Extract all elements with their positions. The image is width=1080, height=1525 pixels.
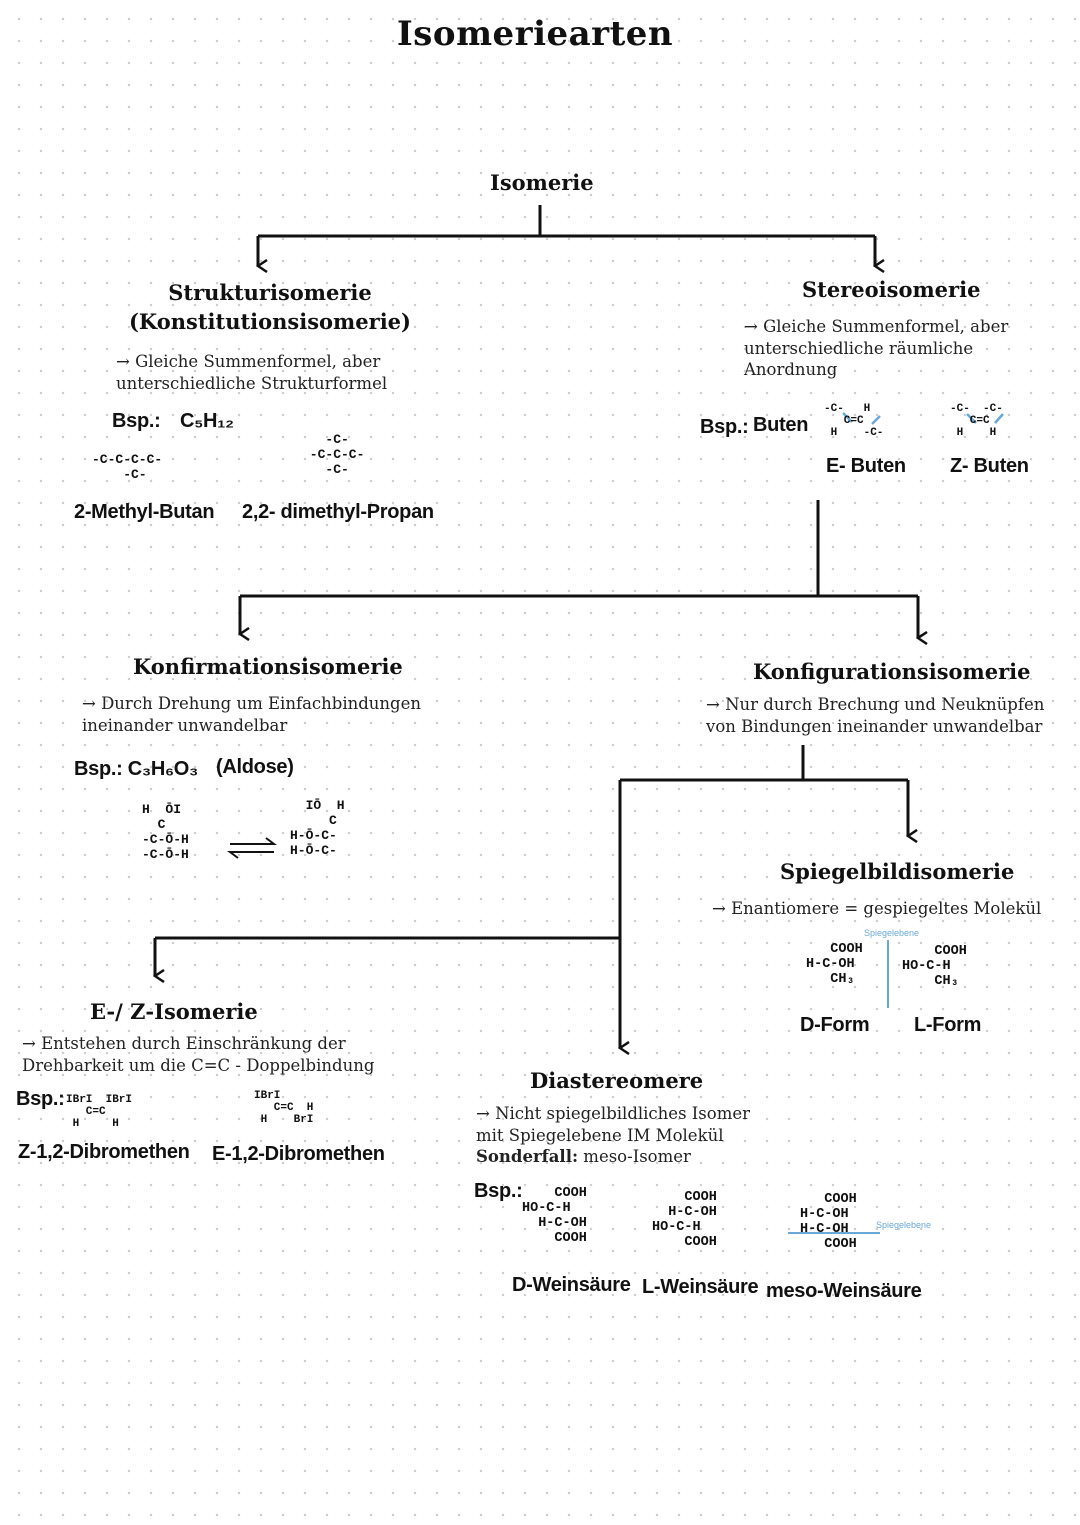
dia-heading: Diastereomere [530, 1068, 704, 1093]
konfirmation-example: Bsp.: C₃H₆O₃ [74, 758, 198, 780]
stereo-mol1-name: E- Buten [826, 455, 906, 477]
konfiguration-desc-line2: von Bindungen ineinander unwandelbar [706, 716, 1043, 736]
aldose-open-structure: H ŌI C -C-Ō-H -C-Ō-H [142, 802, 189, 862]
ez-desc-line1: → Entstehen durch Einschränkung der [22, 1034, 346, 1053]
spiegel-mol1-name: D-Form [800, 1014, 870, 1036]
dia-mol1-name: D-Weinsäure [512, 1274, 631, 1296]
dia-mol3-name: meso-Weinsäure [766, 1280, 922, 1302]
methylbutan-structure: -C-C-C-C- -C- [92, 452, 163, 482]
spiegel-heading: Spiegelbildisomerie [780, 859, 1015, 884]
konfiguration-heading: Konfigurationsisomerie [753, 659, 1031, 684]
stereo-example-name: Buten [753, 414, 809, 436]
konfirmation-desc-line2: ineinander unwandelbar [82, 715, 288, 735]
konfirmation-example-note: (Aldose) [216, 756, 294, 778]
page-title: Isomeriearten [396, 14, 674, 54]
struktur-example-label: Bsp.: [112, 410, 161, 432]
ez-mol2-name: E-1,2-Dibromethen [212, 1143, 385, 1165]
konfiguration-desc-line1: → Nur durch Brechung und Neuknüpfen [706, 695, 1045, 714]
z-dibromethen-structure: IBrI IBrI C=C H H [66, 1094, 133, 1130]
konfirmation-desc: → Durch Drehung um Einfachbindungen inei… [82, 693, 421, 736]
e-buten-structure: -C- H C=C H -C- [824, 403, 884, 439]
dia-mirror-note: Spiegelebene [876, 1220, 932, 1230]
d-form-structure: COOH H-C-OH CH₃ [806, 942, 863, 987]
struktur-heading-line2: (Konstitutionsisomerie) [129, 309, 411, 334]
struktur-mol2-name: 2,2- dimethyl-Propan [242, 501, 434, 523]
dia-desc-line1: → Nicht spiegelbildliches Isomer [476, 1104, 750, 1123]
e-dibromethen-structure: IBrI C=C H H BrI [254, 1090, 314, 1126]
struktur-heading-line1: Strukturisomerie [168, 280, 372, 305]
konfiguration-desc: → Nur durch Brechung und Neuknüpfen von … [706, 694, 1044, 737]
d-weinsaeure-structure: COOH HO-C-H H-C-OH COOH [522, 1186, 587, 1246]
spiegel-mol2-name: L-Form [914, 1014, 982, 1036]
root-heading: Isomerie [490, 170, 594, 195]
spiegel-desc: → Enantiomere = gespiegeltes Molekül [712, 899, 1042, 918]
stereo-mol2-name: Z- Buten [950, 455, 1029, 477]
dia-special-label: Sonderfall: [476, 1147, 579, 1166]
stereo-example-label: Bsp.: [700, 416, 749, 438]
struktur-desc-line1: → Gleiche Summenformel, aber [116, 352, 381, 371]
struktur-desc: → Gleiche Summenformel, aber unterschied… [116, 351, 387, 394]
ez-example-label: Bsp.: [16, 1088, 65, 1110]
stereo-desc: → Gleiche Summenformel, aber unterschied… [744, 316, 1008, 381]
dia-mol2-name: L-Weinsäure [642, 1276, 759, 1298]
dia-desc-line2: mit Spiegelebene IM Molekül [476, 1125, 724, 1145]
ez-desc-line2: Drehbarkeit um die C=C - Doppelbindung [22, 1055, 375, 1075]
stereo-desc-line3: Anordnung [744, 360, 838, 379]
konfirmation-heading: Konfirmationsisomerie [133, 654, 403, 679]
meso-weinsaeure-structure: COOH H-C-OH H-C-OH COOH [800, 1192, 857, 1252]
konfirmation-desc-line1: → Durch Drehung um Einfachbindungen [82, 694, 422, 713]
l-weinsaeure-structure: COOH H-C-OH HO-C-H COOH [652, 1190, 717, 1250]
dia-special-text: meso-Isomer [578, 1147, 691, 1166]
struktur-example-formula: C₅H₁₂ [180, 410, 234, 432]
dimethylpropan-structure: -C- -C-C-C- -C- [309, 432, 365, 477]
stereo-heading: Stereoisomerie [802, 277, 981, 302]
z-buten-structure: -C- -C- C=C H H [950, 403, 1003, 439]
l-form-structure: COOH HO-C-H CH₃ [902, 944, 967, 989]
dia-example-label: Bsp.: [474, 1180, 523, 1202]
dia-desc-line3: Sonderfall: meso-Isomer [476, 1146, 750, 1168]
ez-desc: → Entstehen durch Einschränkung der Dreh… [22, 1033, 374, 1076]
struktur-mol1-name: 2-Methyl-Butan [74, 501, 215, 523]
spiegel-mirror-note: Spiegelebene [864, 928, 920, 938]
ez-heading: E-/ Z-Isomerie [90, 999, 258, 1024]
aldose-rotated-structure: IŌ H C H-Ō-C- H-Ō-C- [290, 798, 345, 858]
struktur-desc-line2: unterschiedliche Strukturformel [116, 373, 388, 393]
dia-desc: → Nicht spiegelbildliches Isomer mit Spi… [476, 1103, 750, 1168]
stereo-desc-line1: → Gleiche Summenformel, aber [744, 317, 1009, 336]
stereo-desc-line2: unterschiedliche räumliche [744, 338, 974, 358]
ez-mol1-name: Z-1,2-Dibromethen [18, 1141, 190, 1163]
